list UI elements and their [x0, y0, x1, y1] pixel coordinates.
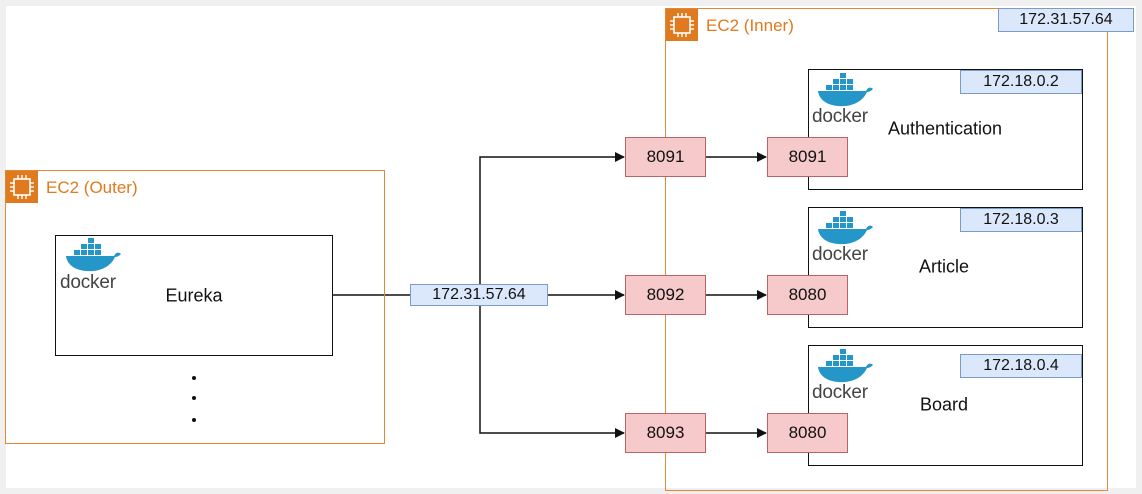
gateway-ip-label: 172.31.57.64: [410, 284, 548, 306]
ec2-outer-group: EC2 (Outer): [5, 170, 385, 444]
service-label-authentication: Authentication: [887, 118, 1003, 139]
docker-wordmark: docker: [60, 272, 116, 293]
docker-wordmark: docker: [812, 382, 868, 403]
host-port-8093: 8093: [625, 413, 706, 453]
docker-whale-icon: [816, 73, 874, 112]
container-port-authentication: 8091: [767, 137, 848, 177]
more-dot: [192, 418, 196, 422]
docker-whale-icon: [816, 211, 874, 250]
host-port-8091: 8091: [625, 137, 706, 177]
more-dot: [192, 376, 196, 380]
ec2-chip-icon: [6, 171, 38, 203]
ec2-chip-icon: [666, 9, 698, 41]
service-ip-label: 172.18.0.2: [960, 70, 1082, 94]
eureka-label: Eureka: [165, 285, 223, 306]
eureka-box: [55, 235, 333, 356]
docker-whale-icon: [816, 349, 874, 388]
docker-wordmark: docker: [812, 106, 868, 127]
container-port-board: 8080: [767, 413, 848, 453]
more-dot: [192, 396, 196, 400]
service-ip-label: 172.18.0.4: [960, 354, 1082, 378]
service-label-article: Article: [918, 256, 970, 277]
container-port-article: 8080: [767, 275, 848, 315]
service-label-board: Board: [919, 394, 969, 415]
docker-wordmark: docker: [812, 244, 868, 265]
branch-to-8091-arrow: [479, 152, 625, 285]
service-box-board: [808, 345, 1083, 466]
ec2-outer-label: EC2 (Outer): [46, 178, 138, 197]
host-port-8092: 8092: [625, 275, 706, 315]
branch-to-8093-arrow: [479, 305, 625, 438]
service-ip-label: 172.18.0.3: [960, 208, 1082, 232]
docker-whale-icon: [64, 238, 122, 277]
ec2-inner-group: EC2 (Inner): [665, 8, 1108, 491]
ec2-inner-label: EC2 (Inner): [706, 16, 794, 35]
inner-host-ip-label: 172.31.57.64: [998, 8, 1134, 32]
